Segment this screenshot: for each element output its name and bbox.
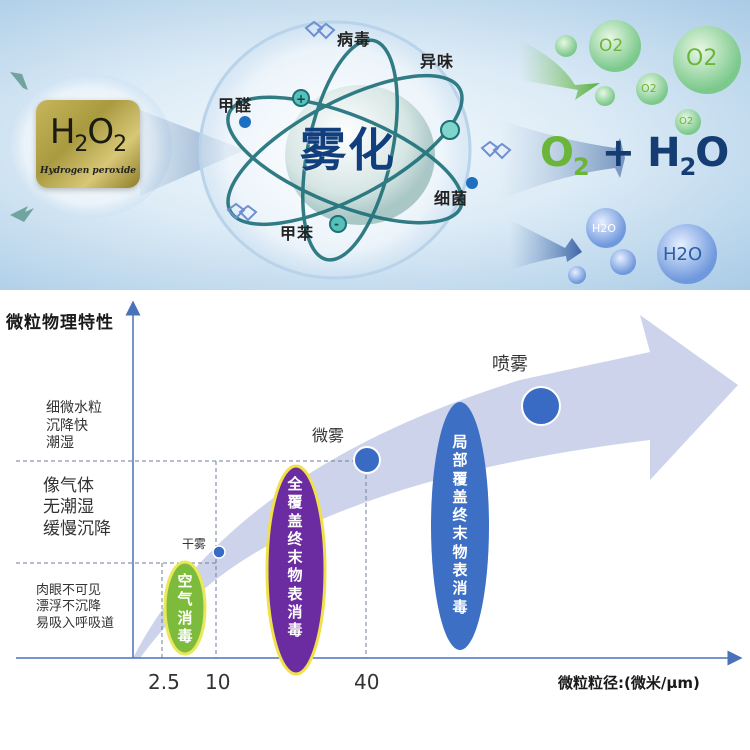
band-high-description: 细微水粒 沉降快 潮湿 [46, 400, 102, 451]
x-axis-title: 微粒粒径:(微米/μm) [558, 674, 700, 692]
band-low-description: 肉眼不可见 漂浮不沉降 易吸入呼吸道 [36, 583, 115, 631]
chart-graphics [16, 300, 743, 676]
o2-bubble-label: O2 [679, 116, 694, 127]
hydrogen-peroxide-banner: + - [0, 0, 750, 290]
target-label-toluene: 甲苯 [280, 224, 315, 243]
electron-dots: + - [239, 89, 478, 233]
svg-text:+: + [296, 92, 306, 106]
point-dry-fog [212, 545, 226, 559]
target-label-formaldehyde: 甲醛 [218, 96, 253, 115]
y-axis-title: 微粒物理特性 [6, 313, 114, 333]
air-disinfection-ellipse [163, 560, 207, 656]
h2o2-name: Hydrogen peroxide [39, 166, 137, 176]
svg-text:-: - [334, 217, 339, 231]
o2-bubble-label: O2 [641, 82, 657, 95]
o2-output-arrow-icon [520, 40, 600, 100]
o2-bubble-label: O2 [686, 46, 718, 71]
particle-size-chart: 微粒物理特性 细微水粒 沉降快 潮湿 像气体 无潮湿 缓慢沉降 肉眼不可见 漂浮… [0, 290, 750, 750]
h2o-output-arrow-icon [510, 220, 582, 270]
o2-bubbles [555, 20, 741, 135]
partial-coverage-text: 局部覆盖终末物表消毒 [452, 433, 468, 616]
h2o2-formula: H2O2 [49, 112, 127, 157]
atomize-title: 雾化 [300, 123, 396, 177]
h2o2-card: H2O2 Hydrogen peroxide [36, 100, 140, 188]
spray-label: 喷雾 [492, 354, 528, 375]
funnel-arrow-icon [140, 110, 245, 196]
atom-orbits-icon [226, 38, 464, 262]
input-arrow-icon [10, 72, 28, 90]
point-micro-fog [353, 446, 381, 474]
full-coverage-ellipse [265, 464, 327, 676]
full-coverage-text: 全覆盖终末物表消毒 [287, 475, 303, 640]
h2o-bubble-label: H2O [592, 222, 616, 235]
target-label-odor: 异味 [420, 52, 455, 71]
x-tick-10: 10 [205, 670, 231, 694]
band-mid-description: 像气体 无潮湿 缓慢沉降 [43, 476, 111, 539]
air-disinfection-text: 空气消毒 [177, 572, 193, 645]
molecule-icon [226, 20, 512, 222]
dry-fog-label: 干雾 [182, 537, 207, 551]
h2o-bubbles [568, 208, 717, 284]
point-spray [521, 386, 561, 426]
micro-fog-label: 微雾 [312, 426, 345, 445]
product-equation: O2 + H2O [540, 130, 729, 181]
o2-bubble-label: O2 [599, 36, 624, 56]
x-tick-2-5: 2.5 [148, 670, 180, 694]
target-label-virus: 病毒 [337, 30, 372, 49]
h2o-bubble-label: H2O [663, 244, 703, 265]
trend-arrow-icon [133, 315, 738, 658]
partial-coverage-ellipse [431, 402, 489, 650]
target-label-bacteria: 细菌 [434, 189, 469, 208]
x-tick-40: 40 [354, 670, 380, 694]
